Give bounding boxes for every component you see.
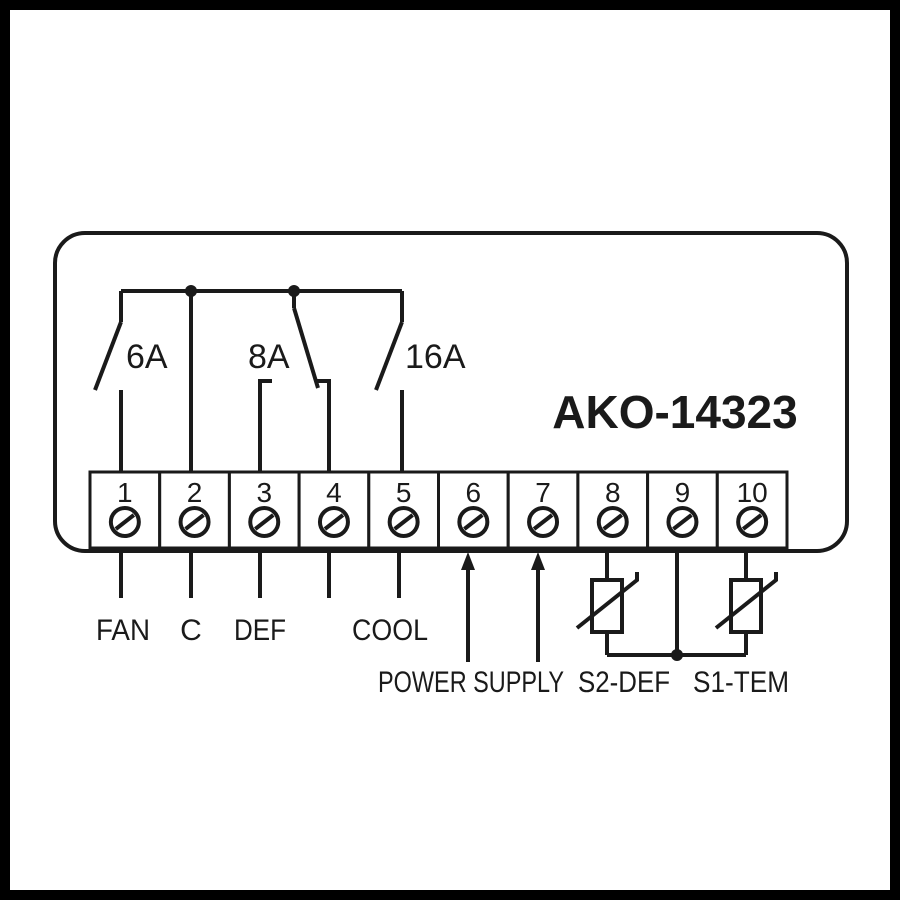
- terminal-8: 8: [576, 470, 650, 550]
- terminal-7: 7: [506, 470, 580, 550]
- fan-output-label: FAN: [96, 614, 150, 647]
- model-label: AKO-14323: [552, 386, 797, 438]
- output-wires: [119, 548, 401, 598]
- s2-probe-label: S2-DEF: [578, 666, 670, 699]
- terminal-block: 1 2 3 4 5 6 7 8 9 10: [88, 470, 789, 550]
- probe-junction-dot: [671, 649, 683, 661]
- terminal-number: 1: [117, 477, 133, 508]
- terminal-number: 6: [466, 477, 482, 508]
- terminal-number: 10: [737, 477, 768, 508]
- fan-relay-switch: [93, 321, 123, 472]
- screw-slot-icon: [463, 513, 484, 531]
- terminal-number: 2: [187, 477, 203, 508]
- terminal-number: 5: [396, 477, 412, 508]
- terminal-3: 3: [227, 470, 301, 550]
- terminal-4: 4: [297, 470, 371, 550]
- screw-slot-icon: [602, 513, 623, 531]
- screw-slot-icon: [532, 513, 554, 531]
- power-supply-label: POWER SUPPLY: [378, 666, 564, 699]
- screw-slot-icon: [323, 513, 345, 531]
- s1-probe-label: S1-TEM: [693, 666, 789, 699]
- screw-slot-icon: [672, 513, 693, 531]
- page-background: [10, 10, 890, 890]
- controller-body: [53, 231, 849, 553]
- screw-slot-icon: [393, 513, 414, 531]
- terminal-9: 9: [646, 470, 719, 550]
- terminal-number: 3: [256, 477, 272, 508]
- screw-slot-icon: [254, 513, 275, 531]
- cool-relay-switch: [374, 321, 404, 472]
- def-relay-rating: 8A: [248, 338, 290, 376]
- arrow-up-icon: [461, 552, 475, 570]
- s1-thermistor-symbol: [714, 572, 778, 634]
- power-supply-arrows: [466, 565, 540, 662]
- cool-output-label: COOL: [352, 614, 428, 647]
- terminal-6: 6: [437, 470, 510, 550]
- terminal-1: 1: [88, 470, 162, 550]
- def-output-label: DEF: [234, 614, 286, 647]
- screw-slot-icon: [184, 513, 205, 531]
- arrow-up-icon: [531, 552, 545, 570]
- screw-slot-icon: [741, 513, 763, 531]
- def-relay-switch: [258, 307, 331, 472]
- screw-slot-icon: [114, 513, 136, 531]
- cool-relay-rating: 16A: [405, 338, 466, 376]
- terminal-10: 10: [715, 470, 789, 550]
- terminal-5: 5: [367, 470, 440, 550]
- terminal-number: 4: [326, 477, 342, 508]
- s2-thermistor-symbol: [575, 572, 639, 634]
- terminal-number: 9: [675, 477, 691, 508]
- bus-junction-dot: [288, 285, 300, 297]
- terminal-number: 8: [605, 477, 621, 508]
- bus-junction-dot: [185, 285, 197, 297]
- terminal-2: 2: [158, 470, 231, 550]
- fan-relay-rating: 6A: [126, 338, 168, 376]
- common-output-label: C: [180, 614, 202, 647]
- terminal-number: 7: [535, 477, 551, 508]
